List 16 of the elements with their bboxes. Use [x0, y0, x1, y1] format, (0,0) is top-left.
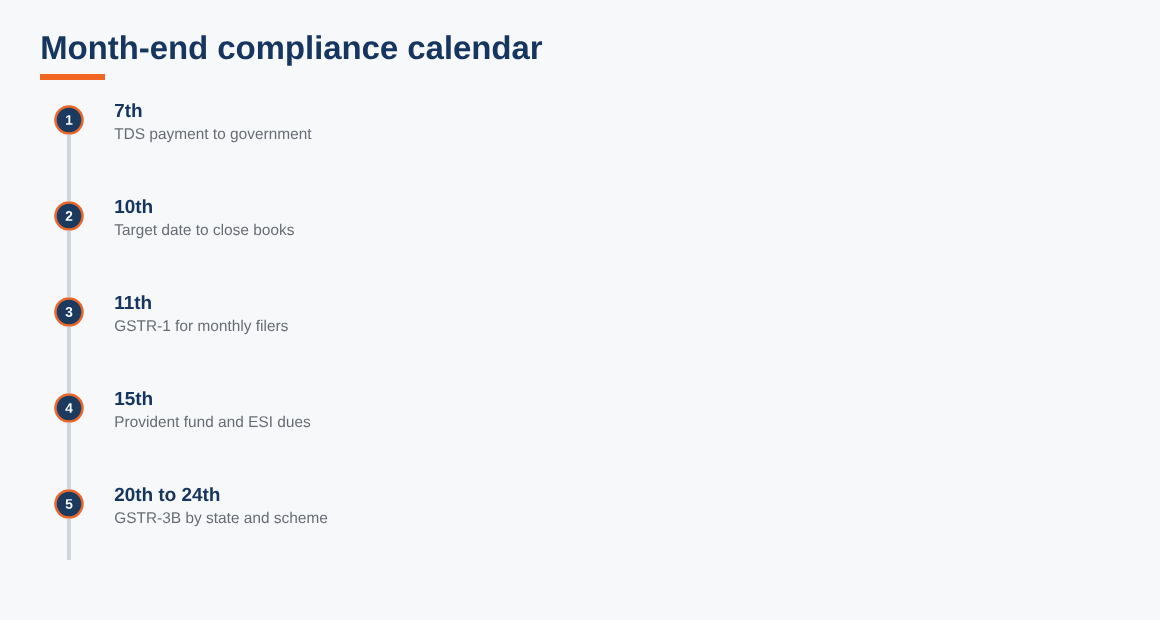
timeline-line [67, 422, 71, 490]
date-label: 10th [115, 199, 152, 214]
date-label: 7th [115, 103, 142, 118]
description: GSTR-1 for monthly filers [115, 319, 288, 335]
timeline-line [67, 230, 71, 298]
title: Month-end compliance calendar [42, 35, 543, 66]
date-label: 20th to 24th [114, 487, 220, 502]
date-label: 15th [115, 391, 152, 406]
description: GSTR-3B by state and scheme [115, 511, 328, 527]
timeline-line [67, 134, 71, 202]
timeline-line [67, 326, 71, 394]
description: TDS payment to government [114, 128, 312, 143]
timeline-line [67, 518, 71, 560]
date-label: 11th [115, 295, 151, 310]
description: Provident fund and ESI dues [115, 415, 311, 428]
description: Target date to close books [114, 223, 294, 239]
